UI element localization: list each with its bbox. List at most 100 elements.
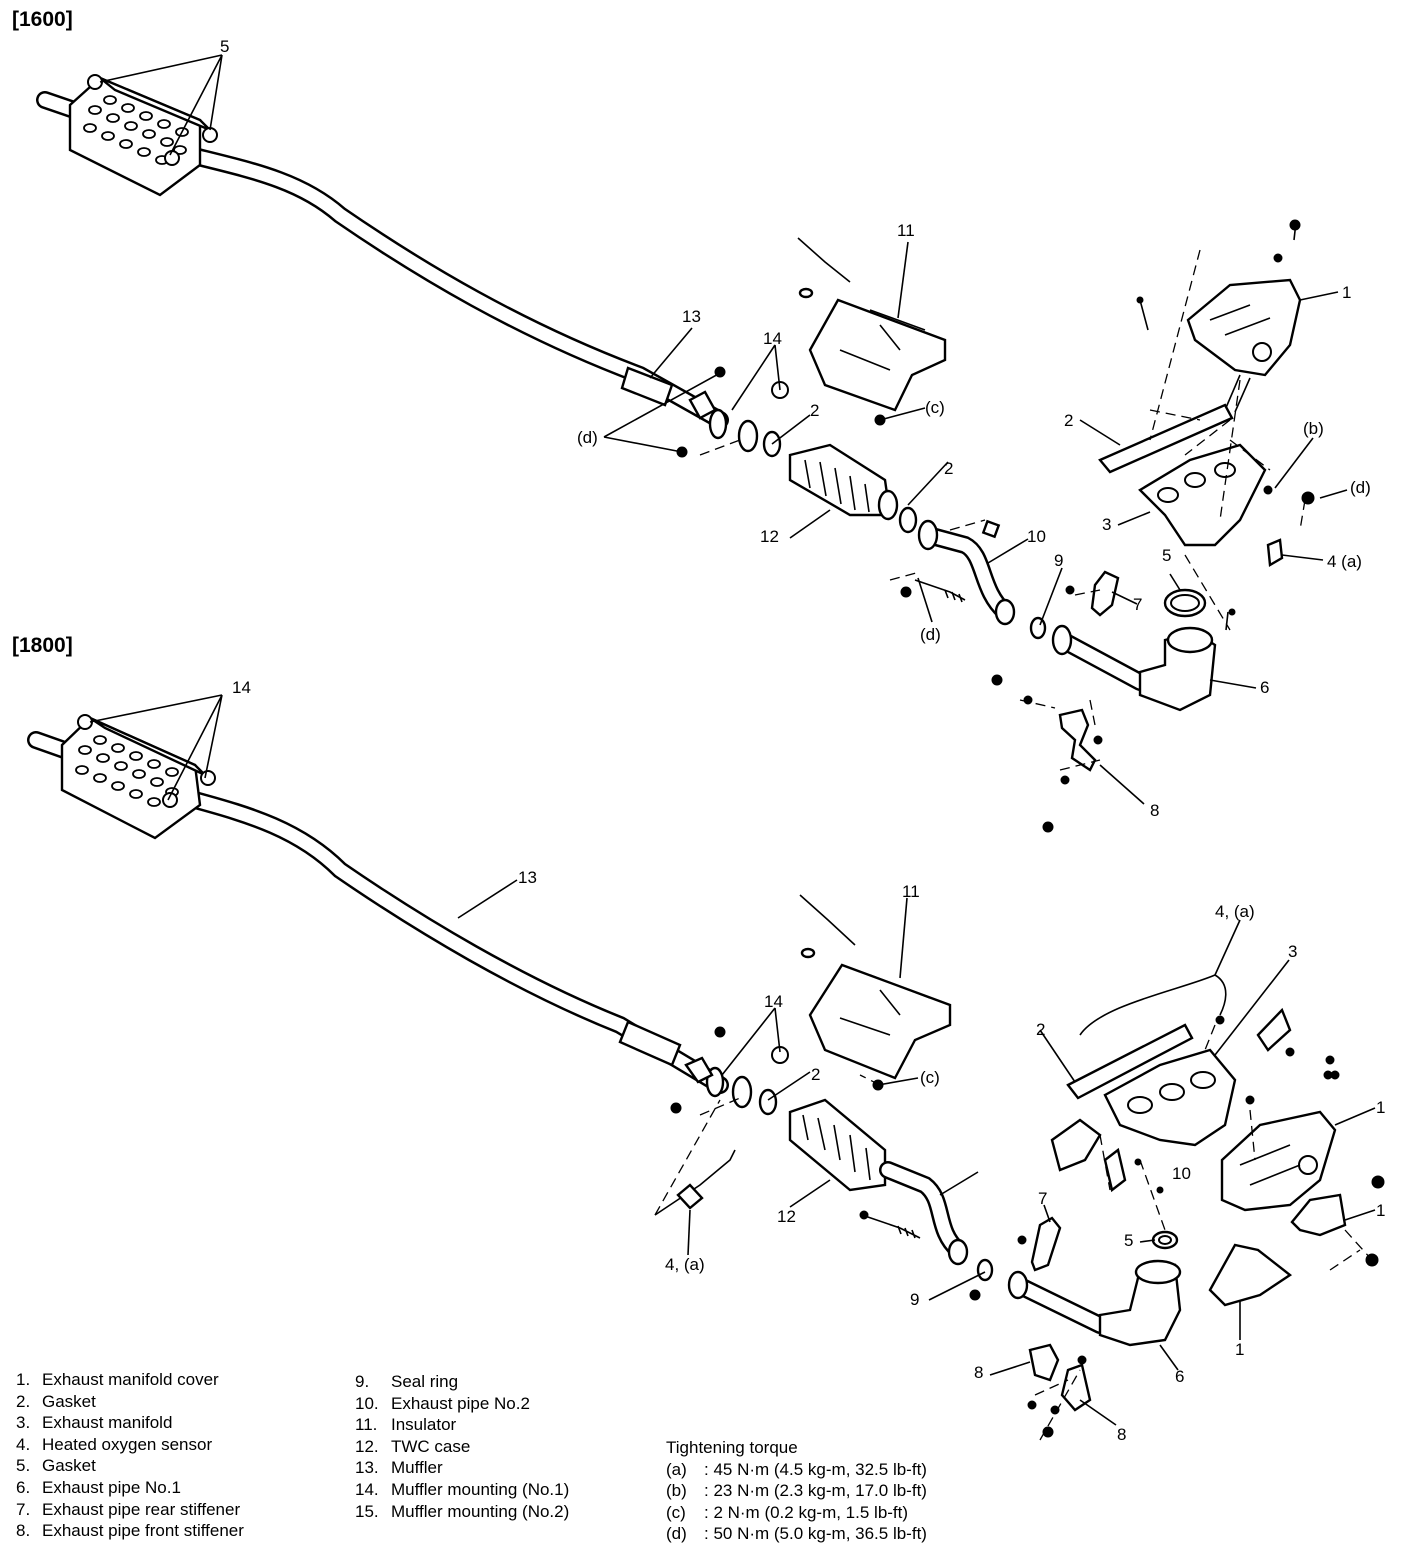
gasket-1600 — [898, 506, 918, 534]
torque-row: (d): 50 N·m (5.0 kg-m, 36.5 lb-ft) — [666, 1524, 927, 1544]
legend-row: 2.Gasket — [16, 1391, 96, 1411]
tightening-torque-table: Tightening torque (a): 45 N·m (4.5 kg-m,… — [666, 1437, 927, 1545]
callout-10: 10 — [1027, 527, 1046, 546]
callout-10: 10 — [1172, 1164, 1191, 1183]
cover-bracket-1800 — [1290, 1193, 1347, 1237]
torque-title: Tightening torque — [666, 1438, 798, 1457]
muffler-1800 — [60, 716, 206, 840]
callout-13: 13 — [682, 307, 701, 326]
manifold-cover-1800 — [1220, 1110, 1337, 1212]
callout-9: 9 — [910, 1290, 919, 1309]
callout-11: 11 — [902, 882, 920, 901]
callout-6: 6 — [1175, 1367, 1184, 1386]
section-title-1600: [1600] — [12, 8, 73, 31]
callout-8-front: 8 — [974, 1363, 983, 1382]
hanger-ring-1600 — [87, 74, 103, 90]
twc-case-1800 — [788, 1098, 887, 1192]
legend-row: 12.TWC case — [355, 1436, 471, 1456]
callout-4a-top: 4, (a) — [1215, 902, 1255, 921]
callout-12: 12 — [777, 1207, 796, 1226]
callout-2-twc-gasket: 2 — [944, 459, 953, 478]
callout-2-manifold-gasket: 2 — [1064, 411, 1073, 430]
catalyst-pipe-1800 — [1098, 1263, 1182, 1347]
oxygen-sensor-lower-1800 — [676, 1183, 704, 1210]
legend-row: 13.Muffler — [355, 1458, 443, 1478]
nut-1600 — [981, 519, 1001, 539]
callout-1: 1 — [1342, 283, 1351, 302]
lower-cover-1800 — [1208, 1243, 1293, 1307]
assembly-1800 — [27, 714, 1385, 1441]
fasteners-1600 — [676, 219, 1315, 833]
callout-4a-bottom: 4, (a) — [665, 1255, 705, 1274]
callout-14: 14 — [763, 329, 782, 348]
legend-row: 1.Exhaust manifold cover — [16, 1370, 219, 1389]
torque-row: (a): 45 N·m (4.5 kg-m, 32.5 lb-ft) — [666, 1459, 927, 1479]
twc-case-1600 — [788, 443, 899, 521]
muffler-body-front-1600 — [620, 366, 674, 407]
manifold-cover-1600 — [1186, 278, 1302, 377]
seal-ring-1800 — [976, 1258, 994, 1282]
assembly-1600 — [36, 74, 1315, 833]
seal-ring-1600 — [1029, 616, 1047, 640]
flange-1600 — [737, 419, 759, 453]
legend-row: 15.Muffler mounting (No.2) — [355, 1501, 570, 1521]
callout-5-muffler: 5 — [220, 37, 229, 56]
legend-row: 6.Exhaust pipe No.1 — [16, 1477, 181, 1497]
muffler-1600 — [68, 76, 211, 197]
callout-b: (b) — [1303, 419, 1324, 438]
legend-row: 4.Heated oxygen sensor — [16, 1434, 213, 1454]
hanger-ring-1600 — [164, 150, 180, 166]
callout-8-rear: 8 — [1117, 1425, 1126, 1444]
callout-2-muffler-gasket: 2 — [810, 401, 819, 420]
callout-c: (c) — [920, 1068, 940, 1087]
callout-leaders-1600 — [99, 54, 1348, 805]
rear-stiffener-1600 — [1090, 570, 1120, 617]
torque-row: (c): 2 N·m (0.2 kg-m, 1.5 lb-ft) — [666, 1502, 909, 1522]
callout-8: 8 — [1150, 801, 1159, 820]
sensor-wire-1800 — [1079, 974, 1227, 1036]
callout-1-cover: 1 — [1376, 1098, 1385, 1117]
callouts-1600: 5 11 1 13 14 2 (c) 2 (b) (d) 2 (d) 3 12 … — [220, 37, 1371, 820]
upper-bracket-1800 — [1256, 1007, 1292, 1052]
muffler-mounting-1600 — [688, 390, 717, 420]
torque-row: (b): 23 N·m (2.3 kg-m, 17.0 lb-ft) — [666, 1481, 927, 1501]
callout-9: 9 — [1054, 551, 1063, 570]
legend-row: 10.Exhaust pipe No.2 — [355, 1393, 530, 1413]
flange-1600 — [708, 408, 728, 440]
callout-2-manifold-gasket: 2 — [1036, 1020, 1045, 1039]
callout-1-bracket: 1 — [1376, 1201, 1385, 1220]
front-stiffener-1600 — [1058, 708, 1097, 772]
oxygen-sensor-1800 — [1103, 1147, 1127, 1193]
callout-14-muffler: 14 — [232, 678, 251, 697]
muffler-body-front-1800 — [618, 1020, 682, 1067]
fasteners-1800 — [670, 1015, 1385, 1438]
callout-5-gasket: 5 — [1162, 546, 1171, 565]
callout-d-manifold: (d) — [1350, 478, 1371, 497]
callout-5: 5 — [1124, 1231, 1133, 1250]
callout-7: 7 — [1133, 595, 1142, 614]
exhaust-manifold-1600 — [1138, 443, 1267, 547]
callout-12: 12 — [760, 527, 779, 546]
rear-stiffener-1800 — [1030, 1216, 1062, 1272]
hanger-ring-1600 — [202, 127, 218, 143]
callout-4a: 4 (a) — [1327, 552, 1362, 571]
callout-1-lower: 1 — [1235, 1340, 1244, 1359]
section-title-1800: [1800] — [12, 634, 73, 657]
legend-row: 9.Seal ring — [355, 1372, 459, 1391]
callout-2-muffler-gasket: 2 — [811, 1065, 820, 1084]
callout-d-pipe: (d) — [920, 625, 941, 644]
exhaust-manifold-1800 — [1103, 1048, 1237, 1147]
parts-legend-middle: 9.Seal ring 10.Exhaust pipe No.2 11.Insu… — [355, 1371, 569, 1522]
front-stiffener-1800 — [1028, 1343, 1060, 1382]
legend-row: 14.Muffler mounting (No.1) — [355, 1479, 570, 1499]
muffler-mounting-1800 — [684, 1056, 714, 1084]
callout-3: 3 — [1288, 942, 1297, 961]
oxygen-sensor-1600 — [1266, 538, 1284, 567]
legend-row: 11.Insulator — [355, 1415, 457, 1435]
callout-11: 11 — [897, 221, 915, 240]
callout-6: 6 — [1260, 678, 1269, 697]
callout-leaders-1800 — [89, 694, 1376, 1426]
legend-row: 7.Exhaust pipe rear stiffener — [16, 1499, 241, 1519]
legend-row: 8.Exhaust pipe front stiffener — [16, 1521, 244, 1541]
